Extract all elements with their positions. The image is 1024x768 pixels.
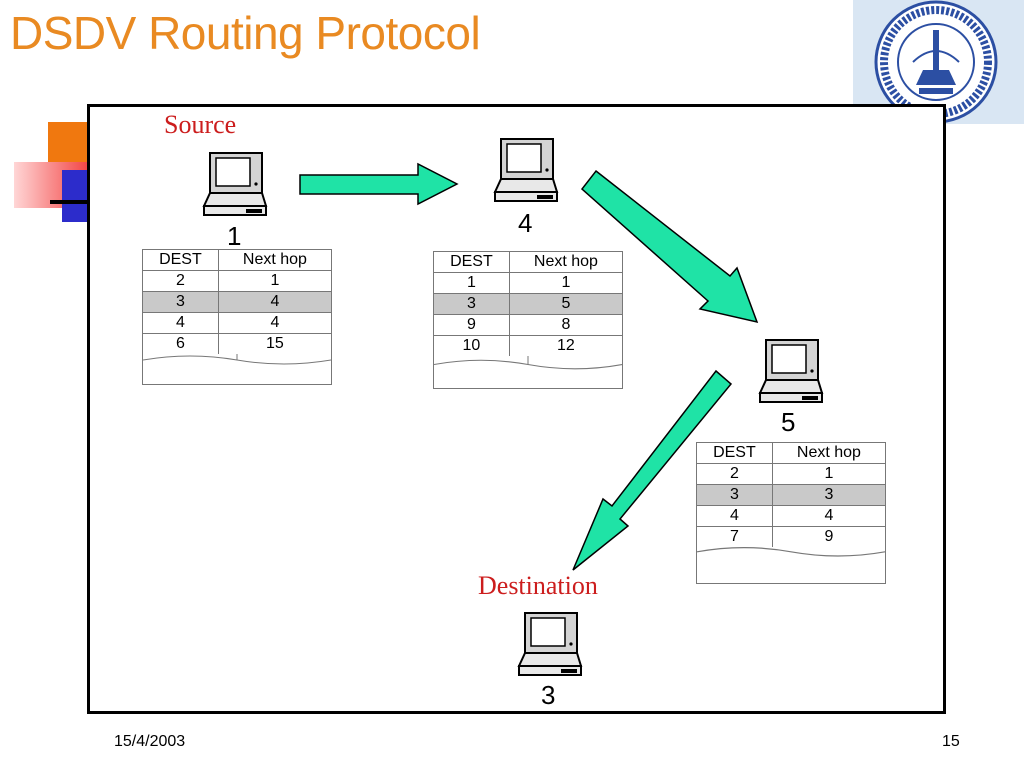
computer-icon — [202, 152, 268, 216]
table-header: DEST — [143, 250, 219, 271]
slide-page-number: 15 — [942, 733, 960, 750]
computer-icon — [493, 138, 559, 202]
table-header: DEST — [434, 252, 510, 273]
source-label: Source — [164, 110, 237, 139]
node-label: 4 — [518, 208, 533, 238]
slide-date: 15/4/2003 — [114, 733, 186, 750]
decor-black-line — [50, 200, 90, 204]
decor-orange-square — [48, 122, 88, 166]
node-label: 1 — [227, 221, 242, 251]
table-torn-edge — [697, 547, 885, 557]
table-header: Next hop — [509, 252, 622, 273]
node-label: 3 — [541, 680, 556, 710]
table-torn-edge — [434, 356, 622, 370]
university-seal-icon — [853, 0, 1024, 124]
computer-icon — [517, 612, 583, 676]
table-torn-edge — [143, 354, 331, 365]
slide-title: DSDV Routing Protocol — [10, 7, 481, 59]
table-header: DEST — [697, 443, 773, 464]
table-header: Next hop — [218, 250, 331, 271]
node-label: 5 — [781, 407, 796, 437]
table-header: Next hop — [772, 443, 885, 464]
destination-label: Destination — [478, 571, 598, 600]
computer-icon — [758, 339, 824, 403]
decor-blue-square — [62, 170, 88, 222]
